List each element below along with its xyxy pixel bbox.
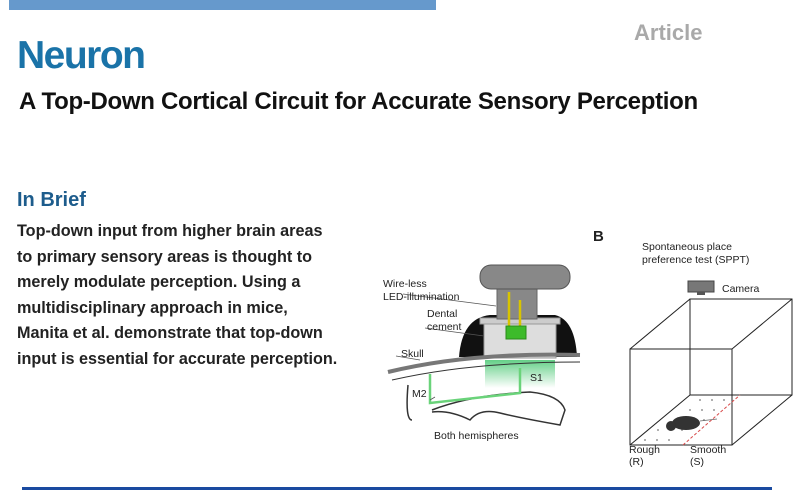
- mouse-icon: [672, 416, 700, 430]
- label-skull: Skull: [401, 348, 424, 360]
- in-brief-text: Top-down input from higher brain areas t…: [17, 219, 377, 373]
- skull-shape: [387, 352, 581, 374]
- in-brief-heading: In Brief: [17, 189, 86, 211]
- panel-b-title-1: Spontaneous place: [642, 241, 732, 253]
- footer-rule: [22, 487, 772, 490]
- panel-a-diagram: Wire-less LED-illumination Dental cement…: [383, 264, 581, 442]
- label-hemispheres: Both hemispheres: [434, 430, 519, 442]
- header-bar: [9, 0, 436, 10]
- summary-line: Manita et al. demonstrate that top-down: [17, 324, 323, 343]
- projection-path: [428, 368, 522, 405]
- label-rough: Rough: [629, 444, 660, 456]
- journal-logo: Neuron: [17, 34, 146, 77]
- panel-b-title-2: preference test (SPPT): [642, 254, 749, 266]
- implant-stem: [496, 286, 538, 320]
- label-cement: cement: [427, 321, 462, 333]
- label-smooth: Smooth: [690, 444, 726, 456]
- label-camera: Camera: [722, 283, 760, 295]
- label-m2: M2: [412, 388, 427, 400]
- label-s1: S1: [530, 372, 543, 384]
- summary-line: to primary sensory areas is thought to: [17, 247, 313, 266]
- label-dental: Dental: [427, 308, 457, 320]
- label-smooth-abbr: (S): [690, 456, 704, 468]
- panel-b-letter: B: [593, 228, 604, 245]
- summary-line: multidisciplinary approach in mice,: [17, 298, 288, 317]
- camera-icon: [687, 280, 715, 293]
- test-box: [629, 298, 793, 446]
- label-rough-abbr: (R): [629, 456, 644, 468]
- summary-line: Top-down input from higher brain areas: [17, 222, 323, 240]
- led-device: [479, 264, 571, 290]
- article-type: Article: [634, 20, 703, 45]
- summary-line: merely modulate perception. Using a: [17, 273, 301, 292]
- article-title: A Top-Down Cortical Circuit for Accurate…: [19, 88, 698, 115]
- label-wireless: Wire-less: [383, 278, 427, 290]
- panel-b-diagram: B Spontaneous place preference test (SPP…: [593, 228, 793, 468]
- label-led: LED-illumination: [383, 291, 460, 303]
- led-chip: [505, 325, 527, 340]
- summary-line: input is essential for accurate percepti…: [17, 349, 338, 368]
